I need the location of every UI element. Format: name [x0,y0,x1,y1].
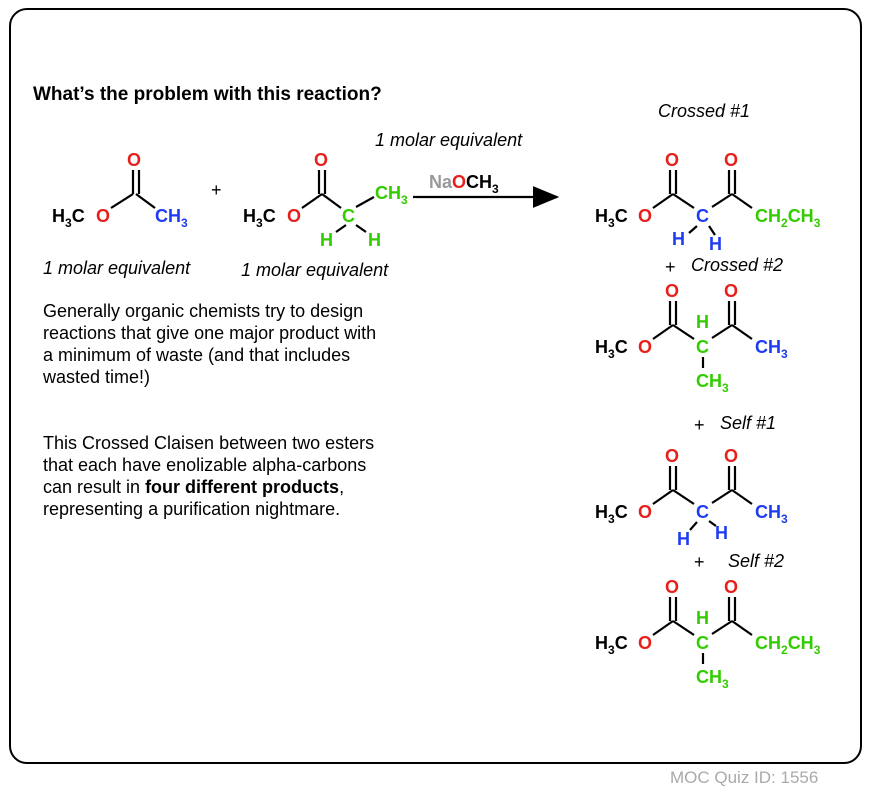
alpha-carbon: C [696,206,709,226]
plus-sign: + [665,257,676,277]
content-card [9,8,862,764]
paragraph-design-line: a minimum of waste (and that includes [43,345,351,365]
ester-oxygen: O [638,633,652,653]
reactant2-equivalent-label: 1 molar equivalent [241,260,389,280]
label-crossed-2: Crossed #2 [691,255,784,275]
paragraph-claisen-line: This Crossed Claisen between two esters [43,433,375,453]
product-crossed-1: H3C O O C O CH2CH3 H H [595,150,821,254]
alpha-carbon: C [696,633,709,653]
label-self-2: Self #2 [728,551,785,571]
reactant1-equivalent-label: 1 molar equivalent [43,258,191,278]
carbonyl-oxygen: O [665,577,679,597]
paragraph-design-line: wasted time!) [43,367,151,387]
ketone-oxygen: O [724,446,738,466]
reagent-naoch3: NaOCH3 [429,172,499,196]
alpha-hydrogen: H [368,230,381,250]
quiz-id-footer: MOC Quiz ID: 1556 [670,768,819,787]
methyl-group: CH3 [755,502,788,526]
alpha-hydrogen: H [677,529,690,549]
h3c-group: H3C [595,502,628,526]
question-heading: What’s the problem with this reaction? [33,84,382,105]
reaction-arrow: NaOCH3 [413,172,560,208]
ester-oxygen: O [287,206,301,226]
ketone-oxygen: O [724,281,738,301]
paragraph-claisen-line: that each have enolizable alpha-carbons [43,455,367,475]
alpha-methyl: CH3 [696,667,729,691]
alpha-hydrogen: H [672,229,685,249]
alpha-carbon: C [696,502,709,522]
ethyl-group: CH2CH3 [755,633,821,657]
h3c-group: H3C [52,206,85,230]
alpha-hydrogen: H [715,523,728,543]
paragraph-claisen-line: can result in four different products, [43,476,374,498]
methyl-group: CH3 [755,337,788,361]
ester-oxygen: O [96,206,110,226]
alpha-hydrogen: H [320,230,333,250]
alpha-carbon: C [342,206,355,226]
ester-oxygen: O [638,502,652,522]
carbonyl-oxygen: O [127,150,141,170]
methyl-group: CH3 [375,183,408,207]
text-span: , [339,477,345,497]
product-crossed-2: H3C O O H C O CH3 CH3 [595,281,788,395]
product-self-1: H3C O O C O CH3 H H [595,446,788,549]
plus-sign: + [694,415,705,435]
paragraph-claisen-line: representing a purification nightmare. [43,499,341,519]
paragraph-design-line: Generally organic chemists try to design [43,301,364,321]
reactant-methyl-propanoate: H3C O O C CH3 H H [243,150,408,250]
plus-sign: + [694,552,705,572]
ester-oxygen: O [638,337,652,357]
label-self-1: Self #1 [720,413,777,433]
alpha-hydrogen: H [696,312,709,332]
alpha-hydrogen: H [696,608,709,628]
carbonyl-oxygen: O [314,150,328,170]
ethyl-group: CH2CH3 [755,206,821,230]
paragraph-design: Generally organic chemists try to design… [43,300,376,388]
h3c-group: H3C [595,206,628,230]
alpha-methyl: CH3 [696,371,729,395]
emphasis-four-products: four different products [145,477,340,497]
ketone-oxygen: O [724,150,738,170]
carbonyl-oxygen: O [665,150,679,170]
carbonyl-oxygen: O [665,446,679,466]
ester-oxygen: O [638,206,652,226]
alpha-carbon: C [696,337,709,357]
carbonyl-oxygen: O [665,281,679,301]
h3c-group: H3C [595,337,628,361]
ketone-oxygen: O [724,577,738,597]
h3c-group: H3C [243,206,276,230]
methyl-group: CH3 [155,206,188,230]
reactant-methyl-acetate: H3C O O CH3 [52,150,188,230]
reagent-equivalent-label: 1 molar equivalent [375,130,523,150]
plus-sign: + [211,180,222,200]
text-span: can result in [43,477,146,497]
label-crossed-1: Crossed #1 [658,101,751,121]
product-self-2: H3C O O H C O CH2CH3 CH3 [595,577,821,691]
alpha-hydrogen: H [709,234,722,254]
h3c-group: H3C [595,633,628,657]
paragraph-claisen: This Crossed Claisen between two esters … [43,432,374,520]
paragraph-design-line: reactions that give one major product wi… [43,323,377,343]
